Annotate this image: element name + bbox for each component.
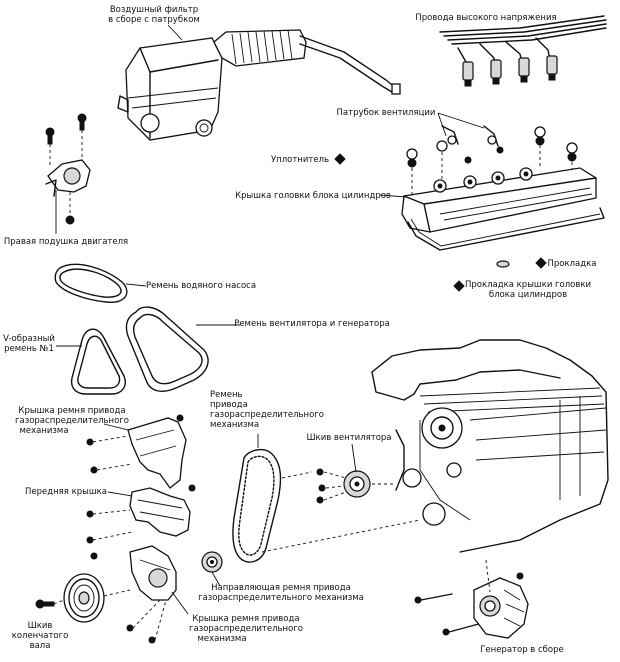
label-tb-cover-lower-line2: газораспределительного <box>189 624 303 634</box>
label-timing-belt-line3: газораспределительного <box>210 410 324 420</box>
label-air-filter-line2: в сборе с патрубком <box>108 15 200 25</box>
label-tb-cover-lower-line3: механизма <box>197 634 246 644</box>
gasket-marker-icon <box>535 257 547 269</box>
label-alternator: Генератор в сборе <box>480 645 564 655</box>
crank-pulley-part <box>35 573 131 623</box>
water-pump-belt <box>54 263 128 303</box>
timing-cover-lower <box>126 545 177 644</box>
leader-vent-pipe <box>437 112 485 137</box>
fan-pulley-part <box>316 468 396 504</box>
label-tb-cover-upper-line3: механизма <box>19 426 68 436</box>
timing-belt-alignment-dash-2 <box>261 519 421 553</box>
label-front-cover: Передняя крышка <box>25 487 107 497</box>
label-timing-belt-line1: Ремень <box>210 390 243 400</box>
leader-tb-cover-upper <box>103 423 129 431</box>
cover-gasket-marker-icon <box>453 280 465 292</box>
timing-idler-part <box>201 551 223 573</box>
seal-marker-icon <box>334 153 346 165</box>
valve-cover-assembly <box>401 126 605 268</box>
timing-belt-part <box>232 448 282 563</box>
right-engine-mount <box>45 113 91 225</box>
label-cover-gasket-line1: Прокладка крышки головки <box>465 280 591 290</box>
label-vent-pipe: Патрубок вентиляции <box>337 108 436 118</box>
leader-front-cover <box>107 491 133 497</box>
label-fan-alt-belt: Ремень вентилятора и генератора <box>234 319 390 329</box>
leader-water-pump-belt <box>125 283 147 287</box>
leader-fan-pulley <box>351 443 357 473</box>
label-cover-gasket-line2: блока цилиндров <box>489 290 567 300</box>
label-timing-belt-line2: привода <box>210 400 248 410</box>
vent-pipe-part <box>441 125 499 147</box>
label-gasket: Прокладка <box>548 259 597 269</box>
label-right-mount: Правая подушка двигателя <box>4 237 128 247</box>
label-crank-pulley-line3: вала <box>30 641 51 651</box>
leader-tb-cover-lower <box>171 591 189 615</box>
label-tb-cover-lower-line1: Крышка ремня привода <box>192 614 299 624</box>
leader-idler <box>211 571 221 587</box>
label-idler-line1: Направляющая ремня привода <box>211 583 351 593</box>
label-valve-cover: Крышка головки блока цилиндров <box>235 191 391 201</box>
hv-wires <box>439 15 607 87</box>
label-fan-pulley: Шкив вентилятора <box>306 433 391 443</box>
label-crank-pulley-line1: Шкив <box>28 621 53 631</box>
label-idler-line2: газораспределительного механизма <box>198 593 364 603</box>
fan-alternator-belt <box>125 306 209 392</box>
leader-air-filter <box>167 24 183 41</box>
label-hv-wires: Провода высокого напряжения <box>415 13 556 23</box>
engine-block <box>371 339 609 553</box>
label-air-filter-line1: Воздушный фильтр <box>110 5 198 15</box>
label-tb-cover-upper-line2: газораспределительного <box>15 416 129 426</box>
label-timing-belt-line4: механизма <box>210 420 259 430</box>
alternator-assembly <box>414 559 529 639</box>
timing-cover-upper <box>86 414 196 492</box>
leader-valve-cover <box>379 194 407 198</box>
front-cover-part <box>86 487 191 560</box>
timing-belt-alignment-dash <box>281 471 313 479</box>
label-seal: Уплотнитель <box>271 155 329 165</box>
label-tb-cover-upper-line1: Крышка ремня привода <box>18 406 125 416</box>
label-vbelt-line2: ремень №1 <box>4 344 54 354</box>
label-vbelt-line1: V-образный <box>3 334 55 344</box>
label-crank-pulley-line2: коленчатого <box>12 631 69 641</box>
label-water-pump-belt: Ремень водяного насоса <box>146 281 256 291</box>
v-belt-1 <box>70 328 126 395</box>
air-filter-assembly <box>117 29 401 141</box>
